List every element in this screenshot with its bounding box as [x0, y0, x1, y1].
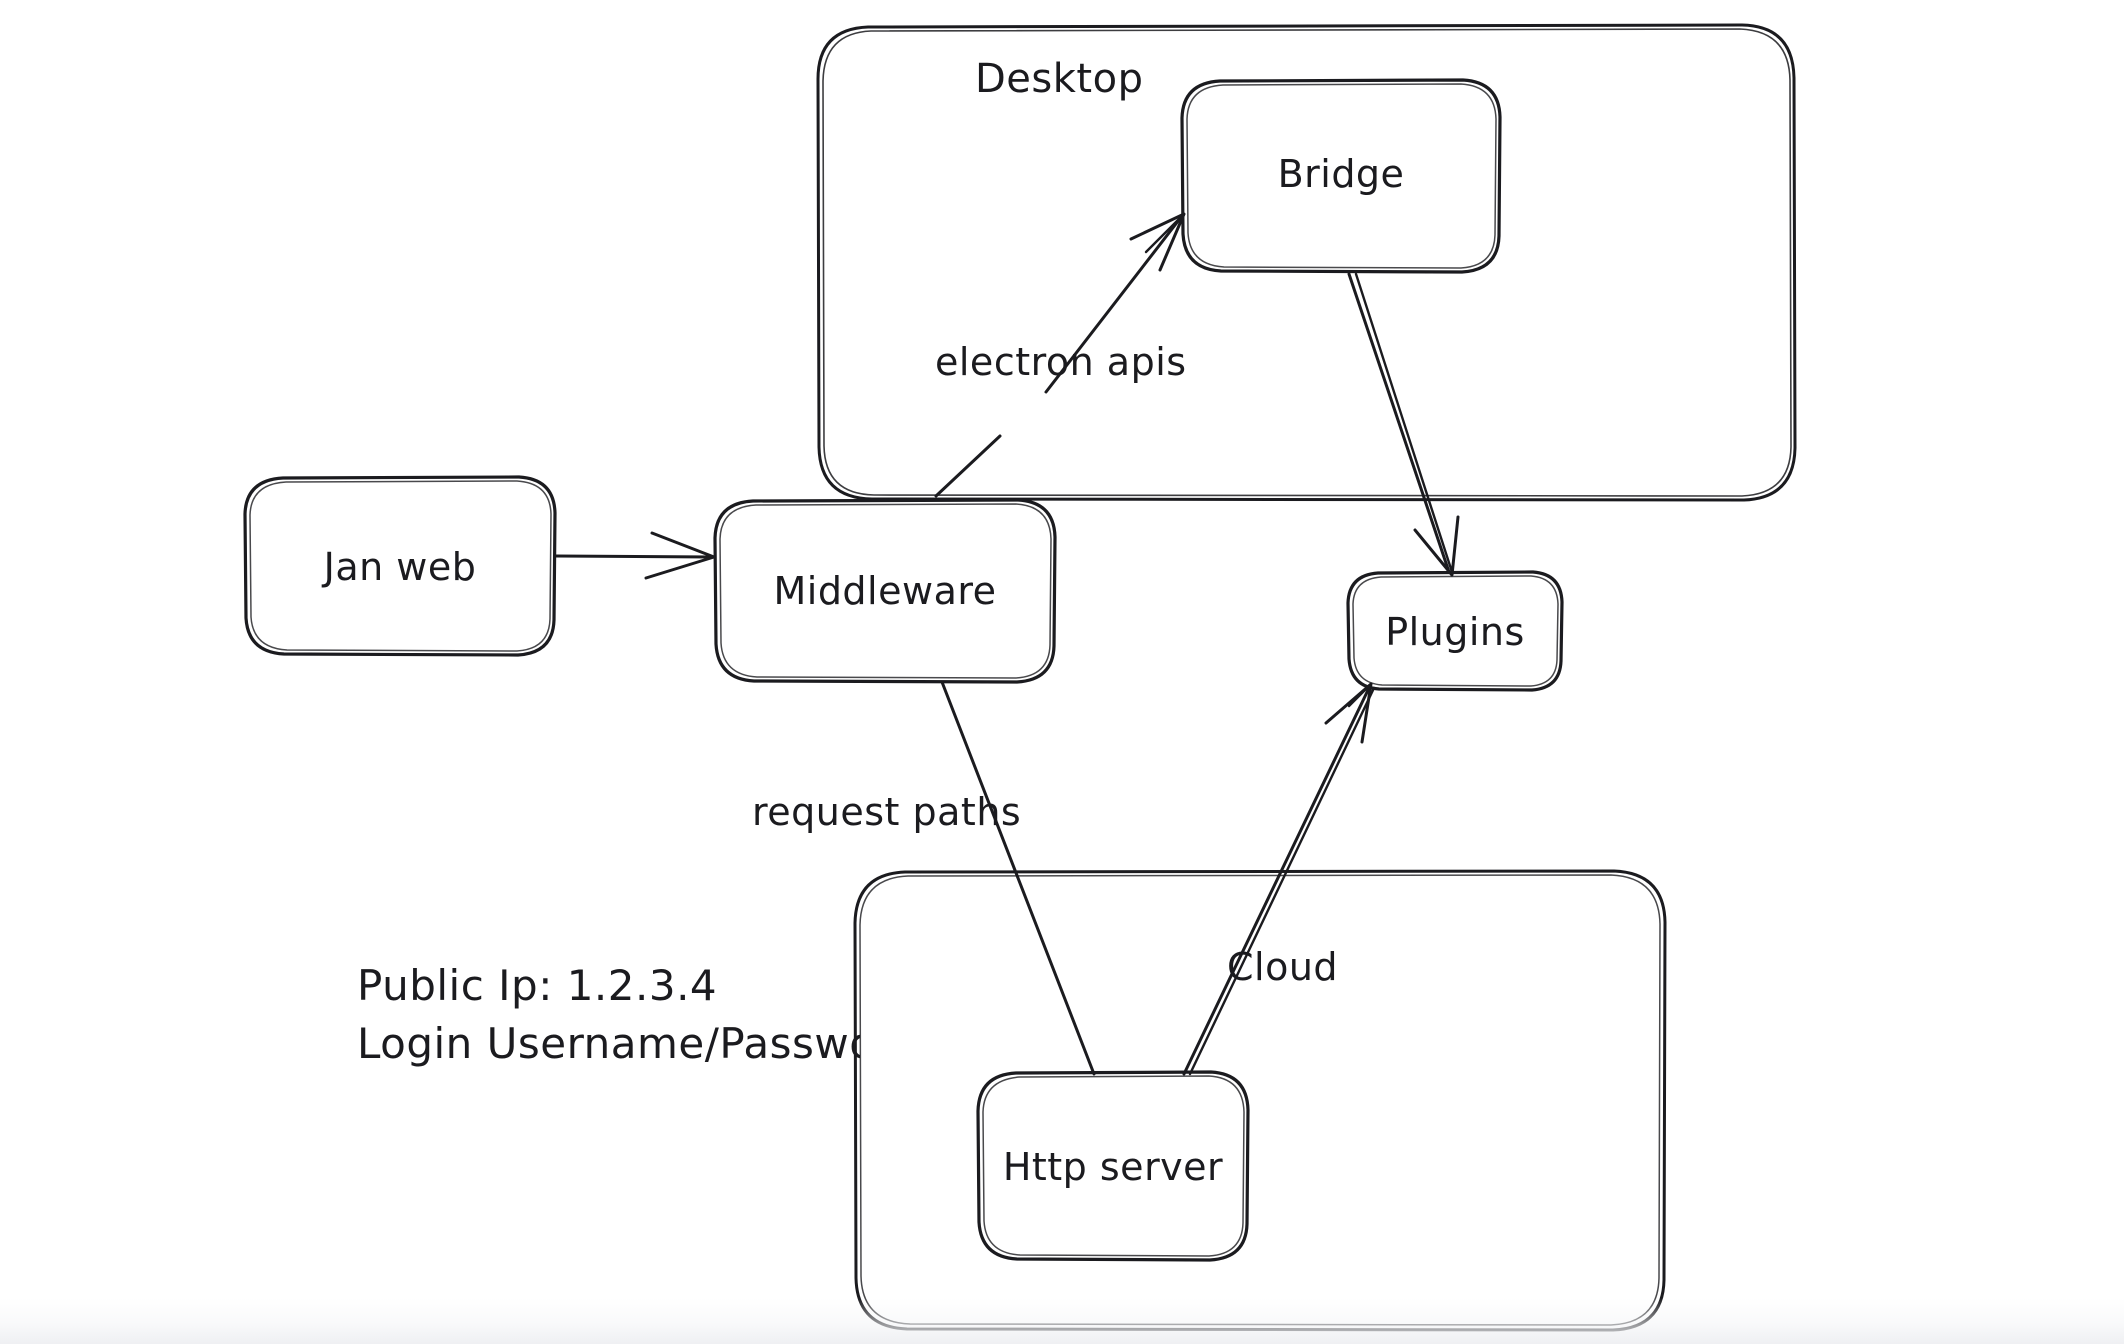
node-plugins[interactable]: Plugins	[1346, 570, 1564, 692]
node-middleware-outline-echo	[719, 503, 1052, 679]
edge-line-electron-upper	[1044, 214, 1184, 394]
edge-middleware-to-bridge: electron apis	[934, 212, 1187, 498]
node-middleware-outline	[713, 498, 1057, 684]
node-plugins-outline-echo	[1352, 575, 1559, 687]
node-middleware[interactable]: Middleware	[713, 498, 1057, 684]
arrowhead-electron-apis-spur	[1144, 212, 1186, 254]
node-label-plugins: Plugins	[1385, 610, 1525, 654]
edge-line-electron-lower	[934, 434, 1002, 498]
node-jan-web[interactable]: Jan web	[243, 475, 557, 657]
edge-label-cloud: Cloud	[1227, 945, 1338, 989]
desktop-group-outline	[816, 23, 1797, 502]
note-public-ip: Public Ip: 1.2.3.4	[357, 961, 717, 1010]
edge-bridge-to-plugins	[1347, 272, 1460, 577]
edge-line-bridge-plugins	[1347, 272, 1451, 574]
edge-line-cloud	[1182, 686, 1371, 1076]
node-jan-web-outline-echo	[249, 480, 552, 652]
edge-label-request-paths: request paths	[752, 790, 1021, 834]
node-bridge[interactable]: Bridge	[1180, 78, 1502, 274]
desktop-group-outline-echo	[822, 28, 1792, 497]
edge-line-cloud-echo	[1188, 686, 1376, 1076]
group-desktop[interactable]: Desktop	[816, 23, 1797, 502]
node-plugins-outline	[1346, 570, 1564, 692]
note-login-credentials: Login Username/Password	[357, 1019, 920, 1068]
node-label-middleware: Middleware	[773, 569, 996, 613]
node-jan-web-outline	[243, 475, 557, 657]
group-cloud[interactable]	[853, 869, 1667, 1332]
node-label-bridge: Bridge	[1278, 152, 1405, 196]
edge-line-bridge-plugins-echo	[1354, 272, 1454, 574]
group-label-desktop: Desktop	[975, 56, 1143, 102]
edge-label-electron-apis: electron apis	[935, 340, 1187, 384]
node-label-http-server: Http server	[1003, 1145, 1223, 1189]
edge-janweb-to-middleware	[554, 531, 716, 580]
node-http-server-outline	[976, 1070, 1250, 1262]
edge-line-request-paths	[940, 680, 1096, 1076]
node-bridge-outline-echo	[1186, 83, 1497, 269]
node-http-server-outline-echo	[982, 1075, 1245, 1257]
node-http-server[interactable]: Http server	[976, 1070, 1250, 1262]
edge-line-janweb-middleware	[554, 554, 714, 559]
node-label-jan-web: Jan web	[322, 545, 477, 589]
edge-httpserver-to-plugins: Cloud	[1182, 682, 1376, 1076]
edge-middleware-to-httpserver: request paths	[752, 680, 1096, 1076]
node-bridge-outline	[1180, 78, 1502, 274]
cloud-group-outline	[853, 869, 1667, 1332]
notes-block: Public Ip: 1.2.3.4 Login Username/Passwo…	[357, 961, 920, 1068]
arrowhead-bridge-plugins	[1413, 515, 1460, 577]
